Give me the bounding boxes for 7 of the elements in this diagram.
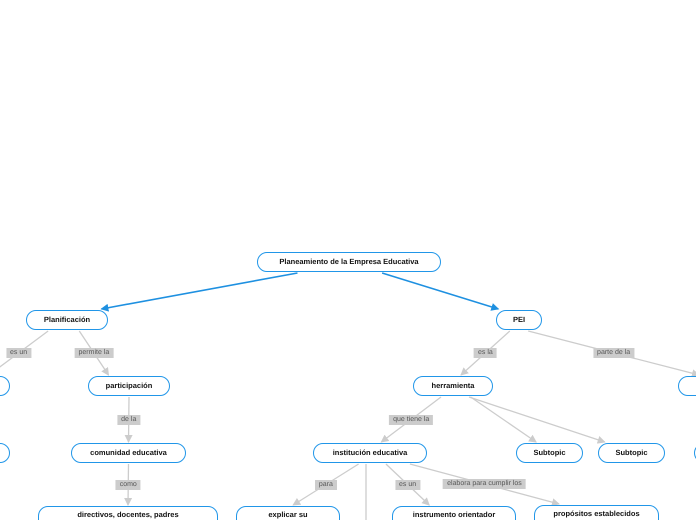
arrow bbox=[292, 463, 359, 506]
arrow bbox=[124, 397, 133, 443]
arrow bbox=[460, 330, 510, 376]
arrow bbox=[100, 272, 298, 312]
arrow bbox=[382, 272, 500, 311]
arrow bbox=[470, 396, 537, 443]
arrow bbox=[468, 396, 606, 444]
